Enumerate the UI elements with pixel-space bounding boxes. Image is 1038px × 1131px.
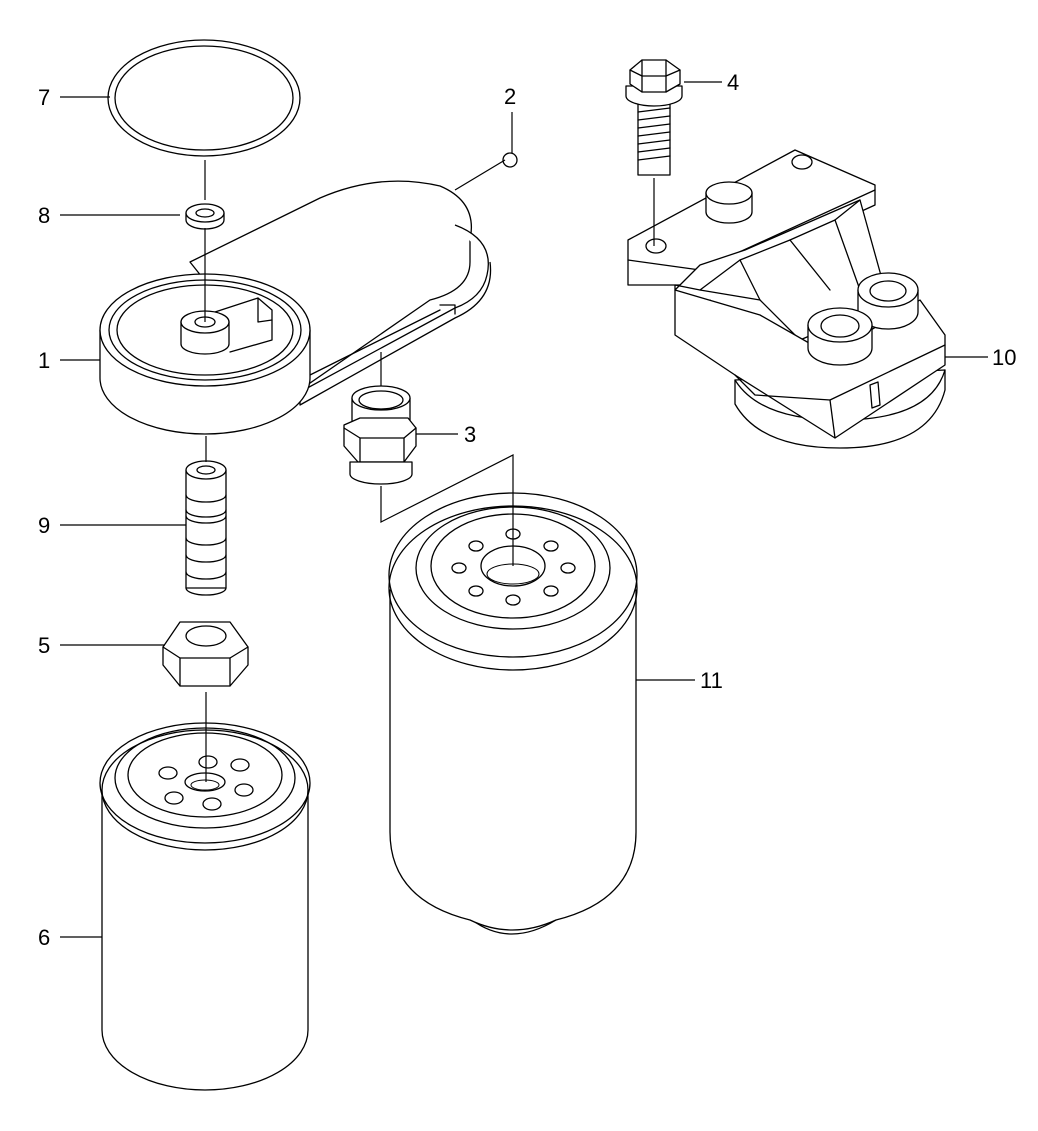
callout-3: 3 (464, 422, 476, 447)
part-7-o-ring (107, 39, 301, 157)
part-3-fitting (343, 385, 417, 485)
callout-7: 7 (38, 85, 50, 110)
callout-10: 10 (992, 345, 1016, 370)
callout-2: 2 (504, 84, 516, 109)
callout-1: 1 (38, 348, 50, 373)
callout-5: 5 (38, 633, 50, 658)
part-10-mounting-bracket (627, 149, 946, 449)
part-4-bolt (625, 59, 683, 176)
callout-labels: 1 2 3 4 5 6 7 8 9 10 11 (38, 70, 1016, 950)
callout-8: 8 (38, 203, 50, 228)
callout-6: 6 (38, 925, 50, 950)
callout-4: 4 (727, 70, 739, 95)
part-5-hex-nut (162, 621, 249, 687)
part-1-filter-head (99, 180, 492, 435)
callout-leaders (60, 81, 988, 938)
part-6-filter-cartridge (99, 722, 311, 1091)
callout-11: 11 (700, 668, 723, 693)
part-9-connector (185, 460, 227, 596)
callout-9: 9 (38, 513, 50, 538)
part-2-plug (502, 152, 518, 168)
assembly-lines (204, 160, 655, 782)
part-8-washer (185, 203, 225, 230)
